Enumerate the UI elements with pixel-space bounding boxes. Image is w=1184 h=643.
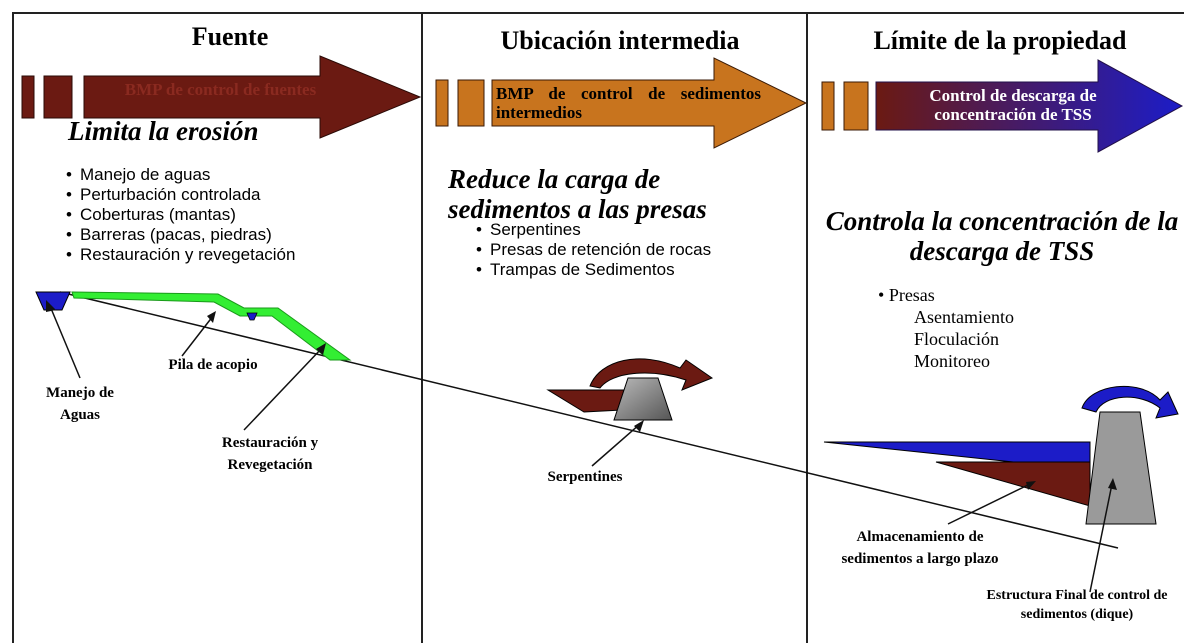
serpentine-dark-block [546, 389, 627, 413]
restauracion-pointer-head [316, 343, 326, 355]
arrow-block-1 [21, 75, 35, 119]
serpentines-pointer [591, 423, 641, 467]
source-control-practices-list: Manejo de aguas Perturbación controlada … [64, 165, 404, 265]
callout-estructura-final: Estructura Final de control de sedimento… [986, 588, 1168, 622]
source-control-arrow-label: BMP de control de fuentes [124, 80, 317, 99]
pila-pointer-head [207, 311, 216, 323]
arrow-block-1 [435, 79, 449, 127]
ground-slope-line [59, 291, 1119, 549]
serpentine-curl-arrow [589, 358, 714, 391]
restauracion-pointer [243, 347, 323, 431]
estructura-pointer [1089, 483, 1113, 593]
list-item: Floculación [914, 329, 999, 349]
list-item: Restauración y revegetación [64, 245, 404, 265]
arrow-block-2 [843, 81, 869, 131]
check-dam-gravel [613, 377, 673, 421]
arrow-shape [83, 55, 422, 139]
presas-list-title: • Presas [878, 285, 935, 305]
heading-limita-erosion: Limita la erosión [68, 116, 259, 146]
heading-controla-concentracion: Controla la concentración de la descarga… [825, 206, 1179, 266]
column-divider-2 [806, 12, 808, 643]
almacenamiento-pointer-head [1026, 481, 1036, 490]
column-title-limite-propiedad: Límite de la propiedad [873, 26, 1127, 55]
intermediate-control-arrow-label: BMP de control de sedimentos intermedios [496, 84, 761, 122]
list-item: Presas de retención de rocas [474, 240, 760, 260]
heading-reduce-carga: Reduce la carga de sedimentos a las pres… [448, 164, 707, 224]
column-title-fuente: Fuente [191, 22, 269, 51]
estructura-pointer-head [1108, 478, 1117, 490]
callout-almacenamiento: Almacenamiento de sedimentos a largo pla… [841, 529, 999, 567]
presas-list: • Presas Asentamiento Floculación Monito… [878, 284, 1098, 372]
list-item: Perturbación controlada [64, 185, 404, 205]
dam-overflow-arrow [1081, 385, 1179, 419]
intermediate-control-arrow [434, 56, 808, 152]
sediment-storage-darkred [935, 461, 1091, 507]
column-divider-1 [421, 12, 423, 643]
list-item: Trampas de Sedimentos [474, 260, 774, 280]
list-item: Asentamiento [914, 307, 1014, 327]
serpentines-pointer-head [634, 420, 644, 432]
arrow-block-1 [821, 81, 835, 131]
list-item: Coberturas (mantas) [64, 205, 404, 225]
small-water-trap [246, 312, 258, 321]
arrow-block-2 [457, 79, 485, 127]
frame-top-border [12, 12, 1184, 14]
arrow-shape [875, 59, 1184, 153]
tss-control-arrow [820, 58, 1184, 154]
callout-pila-acopio: Pila de acopio [168, 357, 258, 373]
arrow-block-2 [43, 75, 73, 119]
almacenamiento-pointer [947, 483, 1031, 525]
intermediate-practices-list: Serpentines Presas de retención de rocas… [474, 220, 774, 280]
manejo-pointer [49, 305, 81, 379]
callout-serpentines: Serpentines [547, 469, 623, 485]
final-dam-structure [1085, 411, 1157, 525]
callout-manejo-aguas: Manejo de Aguas [46, 385, 114, 423]
frame-left-border [12, 12, 14, 643]
manejo-pointer-head [46, 300, 56, 312]
arrow-shape [491, 57, 808, 149]
list-title: Presas [888, 285, 935, 305]
list-item: Monitoreo [914, 351, 990, 371]
green-revegetation-slope [71, 291, 352, 361]
list-item: Manejo de aguas [64, 165, 404, 185]
water-management-basin [35, 291, 71, 311]
list-item: Serpentines [474, 220, 774, 240]
pila-pointer [181, 315, 214, 357]
list-item: Barreras (pacas, piedras) [64, 225, 404, 245]
tss-control-arrow-label: Control de descarga de concentración de … [929, 86, 1097, 124]
source-control-arrow [20, 52, 422, 148]
callout-restauracion: Restauración y Revegetación [221, 435, 319, 473]
column-title-ubicacion-intermedia: Ubicación intermedia [500, 26, 740, 55]
